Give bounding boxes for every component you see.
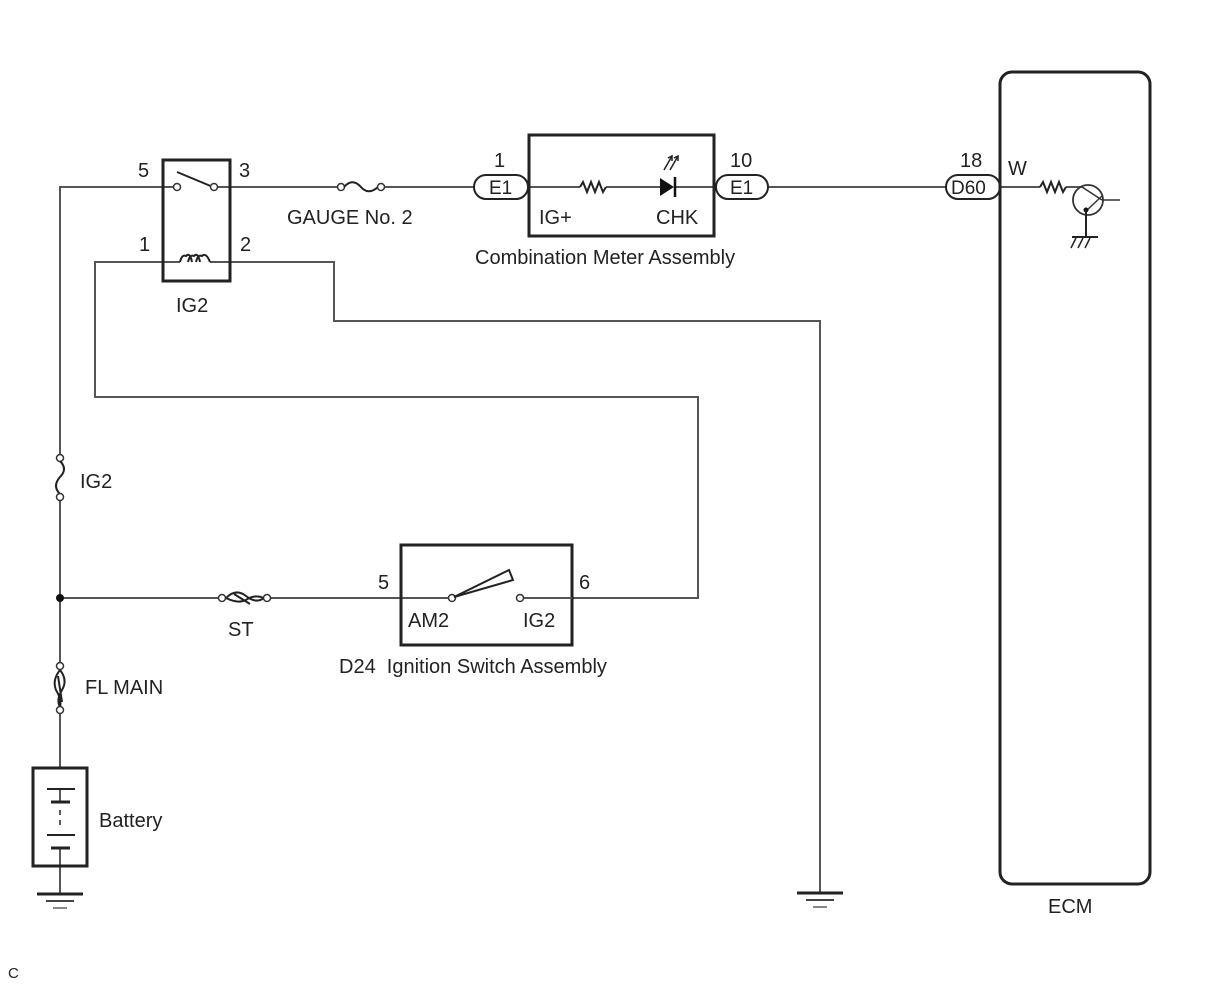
- ig2-relay-box: [161, 158, 232, 283]
- meter-box: [527, 133, 716, 238]
- fl-main-label: FL MAIN: [85, 677, 163, 699]
- ignition-pin-6: 6: [579, 572, 590, 594]
- battery-cell-icon: [47, 788, 75, 866]
- fl-main: FL MAIN: [53, 661, 163, 715]
- ignition-pin-5: 5: [378, 572, 389, 594]
- relay-ground-icon: [797, 891, 843, 908]
- connector-d60: [945, 174, 1001, 200]
- gauge-fuse-terminal-right: [376, 182, 386, 192]
- st-fuse-icon: [225, 591, 265, 605]
- chassis-ground-icon: [1070, 236, 1098, 249]
- figure-code: C: [8, 965, 19, 982]
- relay-terminal-5: [172, 182, 182, 192]
- meter-terminal-chk: CHK: [656, 207, 699, 229]
- fl-main-terminal-top: [55, 661, 65, 671]
- relay-label: IG2: [176, 295, 208, 317]
- ignition-terminal-ig2-label: IG2: [523, 610, 555, 632]
- relay-pin-5: 5: [138, 160, 149, 182]
- ig2-fuse: IG2: [55, 453, 112, 502]
- led-icon: [660, 154, 679, 197]
- wire-color-w: W: [1008, 158, 1027, 180]
- ignition-switch-label: D24 Ignition Switch Assembly: [339, 656, 607, 678]
- combination-meter: E1 1 E1 10 IG+ CHK Combination Meter Ass…: [473, 133, 769, 269]
- ecm-resistor-icon: [1039, 179, 1067, 195]
- wire-relay5-to-bus: [59, 186, 175, 458]
- connector-e1-out: [715, 174, 769, 200]
- ecm: D60 18 W ECM: [945, 70, 1152, 918]
- ignition-terminal-am2-label: AM2: [408, 610, 449, 632]
- gauge-fuse-terminal-left: [336, 182, 346, 192]
- fl-main-terminal-bottom: [55, 705, 65, 715]
- ignition-switch-box: [399, 543, 574, 647]
- transistor-icon: [1072, 184, 1120, 237]
- ecm-label: ECM: [1048, 896, 1092, 918]
- st-fuse-terminal-left: [217, 593, 227, 603]
- ignition-switch: 5 6 AM2 IG2 D24 Ignition Switch Assembly: [339, 543, 607, 678]
- st-fuse: ST: [217, 591, 272, 641]
- meter-pin-1: 1: [494, 150, 505, 172]
- ig2-relay: 5 3 1 2 IG2: [138, 158, 251, 317]
- st-fuse-label: ST: [228, 619, 254, 641]
- relay-switch-contact: [176, 171, 214, 188]
- relay-pin-2: 2: [240, 234, 251, 256]
- ignition-switch-blade-icon: [453, 568, 515, 598]
- fusible-link-icon: [53, 669, 66, 708]
- connector-e1-out-label: E1: [730, 178, 753, 199]
- relay-pin-1: 1: [139, 234, 150, 256]
- ig2-fuse-terminal-top: [55, 453, 65, 463]
- meter-pin-10: 10: [730, 150, 752, 172]
- ig2-fuse-terminal-bottom: [55, 492, 65, 502]
- ig2-fuse-label: IG2: [80, 471, 112, 493]
- ecm-pin-18: 18: [960, 150, 982, 172]
- relay-terminal-3: [209, 182, 219, 192]
- resistor-icon: [579, 179, 607, 195]
- battery-ground-icon: [37, 892, 83, 909]
- battery: Battery: [31, 766, 162, 868]
- st-fuse-terminal-right: [262, 593, 272, 603]
- relay-coil-icon: [179, 253, 211, 263]
- gauge-fuse: GAUGE No. 2: [287, 181, 413, 229]
- wires: [59, 186, 1082, 895]
- relay-pin-3: 3: [239, 160, 250, 182]
- connector-e1-in: [473, 174, 529, 200]
- meter-terminal-igplus: IG+: [539, 207, 572, 229]
- fuse-icon: [343, 181, 379, 193]
- battery-label: Battery: [99, 810, 162, 832]
- ecm-box: [998, 70, 1152, 886]
- junction-dot: [56, 594, 64, 602]
- connector-d60-label: D60: [951, 178, 986, 199]
- ig2-fuse-icon: [55, 460, 65, 495]
- gauge-fuse-label: GAUGE No. 2: [287, 207, 413, 229]
- meter-label: Combination Meter Assembly: [475, 247, 735, 269]
- wire-relay1-to-ignition: [94, 261, 699, 599]
- wire-relay2-to-ground: [210, 261, 821, 893]
- connector-e1-in-label: E1: [489, 178, 512, 199]
- ignition-terminal-am2: [447, 593, 457, 603]
- ignition-terminal-ig2: [515, 593, 525, 603]
